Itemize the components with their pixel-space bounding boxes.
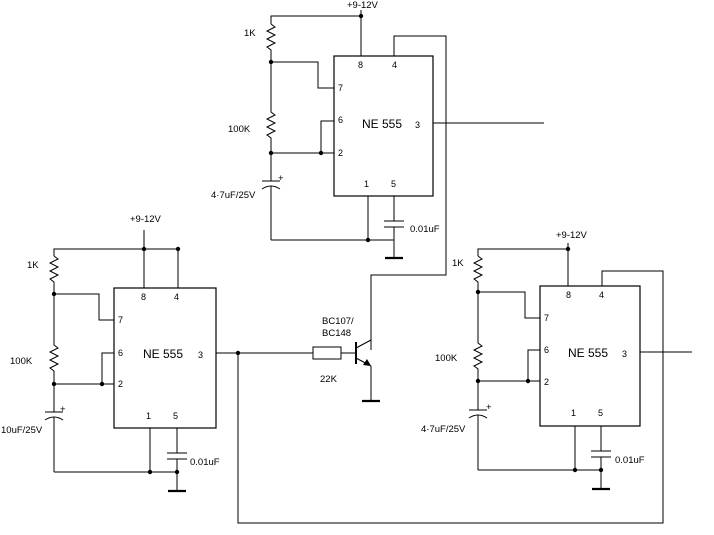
top-pin-3: 3 [415, 120, 420, 130]
left-ne555-chip [113, 287, 217, 429]
left-cap5-label: 0.01uF [190, 457, 220, 468]
transistor-collector [355, 339, 372, 349]
top-junction-pin6 [318, 150, 324, 156]
left-junction-r1 [51, 291, 57, 297]
right-pin-6: 6 [544, 345, 549, 355]
right-junction-ground [572, 467, 578, 473]
right-pin-4: 4 [599, 290, 604, 300]
right-junction-cap5 [598, 467, 604, 473]
top-pin-7: 7 [338, 83, 343, 93]
left-pin-7: 7 [118, 315, 123, 325]
left-output-junction [235, 350, 241, 356]
left-pin4-wire [144, 248, 179, 288]
top-junction-r1 [268, 59, 274, 65]
right-r1-label: 1K [452, 258, 464, 269]
top-r1-resistor [265, 23, 277, 62]
top-junction-r2 [268, 150, 274, 156]
top-cap5-label: 0.01uF [410, 224, 440, 235]
top-chip-label: NE 555 [362, 117, 402, 131]
right-pin6-wire [527, 349, 540, 381]
right-junction-pin6 [525, 378, 531, 384]
left-r1-resistor [48, 255, 60, 294]
right-supply-label: +9-12V [556, 230, 588, 241]
top-supply-wire [270, 10, 362, 24]
top-r1-label: 1K [244, 28, 256, 39]
base-resistor-label: 22K [320, 374, 338, 385]
right-pin-1: 1 [571, 408, 576, 418]
top-cap-plus: + [278, 173, 284, 184]
left-junction-pin4 [175, 246, 181, 252]
top-pin-6: 6 [338, 115, 343, 125]
base-resistor [312, 346, 342, 360]
left-chip-label: NE 555 [143, 347, 183, 361]
top-supply-label: +9-12V [347, 0, 379, 11]
top-pin-2: 2 [338, 148, 343, 158]
emitter-arrow [363, 359, 371, 366]
top-pin7-wire [271, 61, 334, 89]
top-timer: NE 555 8 4 7 6 2 3 1 5 +9-12V 1K 100K 4·… [211, 0, 544, 350]
top-r2-label: 100K [228, 124, 251, 135]
left-r2-label: 100K [10, 356, 33, 367]
right-pin-8: 8 [566, 290, 571, 300]
right-junction-r2 [475, 378, 481, 384]
right-junction-r1 [475, 289, 481, 295]
left-junction-r2 [51, 381, 57, 387]
right-chip-label: NE 555 [568, 346, 608, 360]
top-cap-label: 4·7uF/25V [211, 190, 256, 201]
right-pin-5: 5 [598, 408, 603, 418]
right-pin-7: 7 [544, 313, 549, 323]
left-supply-wire [53, 230, 145, 256]
right-pin-2: 2 [544, 377, 549, 387]
left-junction-cap5 [174, 469, 180, 475]
left-pin-8: 8 [141, 292, 146, 302]
right-timer: NE 555 8 4 7 6 2 3 1 5 +9-12V 1K 100K 4·… [421, 230, 692, 491]
left-cap-plus: + [60, 404, 66, 415]
transistor-label-line2: BC148 [322, 328, 351, 339]
left-junction-supply [141, 246, 147, 252]
top-r2-resistor [265, 62, 277, 153]
top-ne555-chip [333, 55, 434, 197]
left-cap-label: 10uF/25V [1, 425, 43, 436]
top-pin-8: 8 [358, 60, 363, 70]
left-pin-3: 3 [198, 350, 203, 360]
top-junction-ground [365, 237, 371, 243]
top-junction-supply [358, 13, 364, 19]
right-junction-supply [565, 246, 571, 252]
transistor-label-line1: BC107/ [322, 316, 354, 327]
right-pin7-wire [478, 291, 540, 319]
right-supply-wire [477, 243, 569, 256]
left-r2-resistor [48, 294, 60, 384]
left-supply-label: +9-12V [130, 214, 162, 225]
left-timer: NE 555 8 4 7 6 2 3 1 5 +9-12V 1K 100K 10… [1, 214, 220, 493]
top-pin-5: 5 [391, 179, 396, 189]
top-pin-4: 4 [392, 60, 397, 70]
transistor-stage: BC107/ BC148 22K [216, 270, 664, 524]
left-pin-1: 1 [146, 411, 151, 421]
right-r2-label: 100K [435, 353, 458, 364]
top-pin6-wire [320, 120, 334, 153]
left-pin-2: 2 [118, 379, 123, 389]
right-cap5-label: 0.01uF [615, 455, 645, 466]
left-junction-ground [147, 469, 153, 475]
right-cap-label: 4·7uF/25V [421, 424, 466, 435]
right-r2-resistor [472, 292, 484, 381]
right-pin-3: 3 [622, 349, 627, 359]
left-pin-5: 5 [173, 411, 178, 421]
left-pin-6: 6 [118, 348, 123, 358]
left-pin7-wire [54, 293, 114, 321]
right-r1-resistor [472, 255, 484, 292]
top-pin4-wire [370, 35, 447, 350]
right-cap-plus: + [486, 402, 492, 413]
right-ne555-chip [539, 285, 641, 427]
top-pin-1: 1 [364, 179, 369, 189]
left-pin6-wire [101, 352, 114, 384]
left-pin-4: 4 [174, 292, 179, 302]
left-output-to-right-reset [237, 270, 664, 524]
left-junction-pin6 [99, 381, 105, 387]
left-r1-label: 1K [27, 260, 39, 271]
